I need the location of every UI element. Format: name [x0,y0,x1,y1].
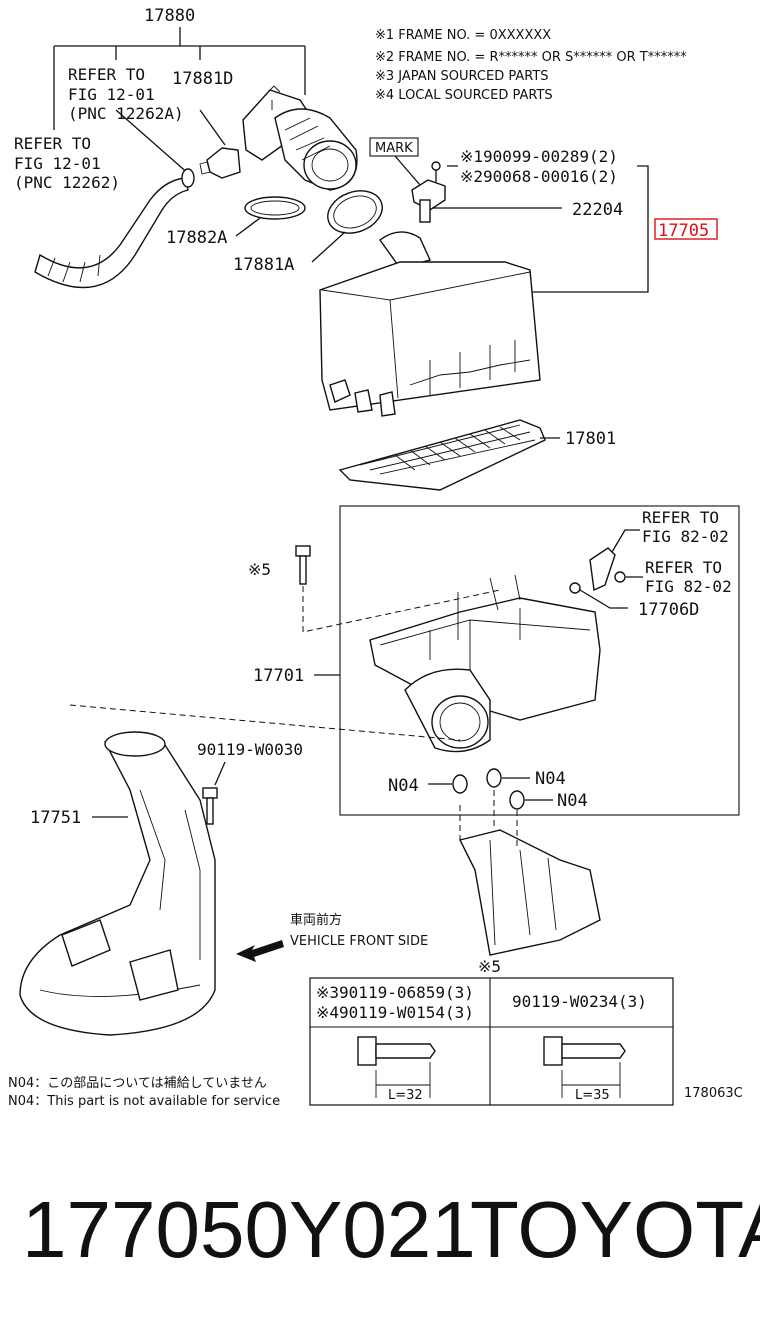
label-17880: 17880 [144,6,195,26]
front-arrow-icon [236,940,284,962]
grommets-n04-drawing [428,768,553,810]
label-22204: 22204 [572,200,623,220]
n04-note-jp: N04：この部品については補給していません [8,1076,267,1091]
air-duct-17751-drawing [19,704,461,1036]
refer-label-4-line-2: FIG 82-02 [645,577,732,596]
bracket-drawing [589,529,643,592]
clamp-17882a-drawing [235,196,306,237]
note-japan-sourced: ※3 JAPAN SOURCED PARTS [375,69,549,84]
label-17882a: 17882A [166,228,227,248]
refer-label-2-line-1: REFER TO [14,134,91,153]
intake-hose-drawing [242,85,358,191]
label-17801: 17801 [565,429,616,449]
refer-label-2-line-3: (PNC 12262) [14,173,120,192]
vehicle-front-en: VEHICLE FRONT SIDE [290,934,428,949]
air-cleaner-cap-drawing [319,231,541,417]
mount-bracket-drawing [458,790,601,956]
footer-brand: TOYOTA [470,1185,760,1274]
parts-diagram: ※1 FRAME NO. = 0XXXXXX ※2 FRAME NO. = R*… [8,6,743,1109]
label-bolt-90068: ※290068-00016(2) [460,167,618,186]
refer-label-2-line-2: FIG 12-01 [14,154,101,173]
label-17881a: 17881A [233,255,294,275]
refer-label-line-2: FIG 12-01 [68,85,155,104]
label-n04-b: N04 [535,769,566,789]
table-right-line-1: 90119-W0234(3) [512,992,647,1011]
refer-label-4-line-1: REFER TO [645,558,722,577]
label-bolt-90099: ※190099-00289(2) [460,147,618,166]
label-n04-a: N04 [388,776,419,796]
bolt-90119-w0030-drawing [202,761,226,825]
refer-label-line-3: (PNC 12262A) [68,104,184,123]
footer-part-banner: 177050Y021 TOYOTA [0,1180,760,1290]
note-frame-1: ※1 FRAME NO. = 0XXXXXX [375,28,551,43]
table-left-length: L=32 [388,1088,423,1103]
label-17706d: 17706D [638,600,699,620]
refer-label-3-line-2: FIG 82-02 [642,527,729,546]
star5-label-b: ※5 [478,957,501,976]
mark-label: MARK [375,141,413,156]
figure-code: 178063C [684,1086,743,1101]
connector-17881d-drawing [199,109,241,179]
bolt-table [309,977,674,1106]
refer-label-line-1: REFER TO [68,65,145,84]
label-17701: 17701 [253,666,304,686]
label-17751: 17751 [30,808,81,828]
lower-case-group-box [339,505,740,816]
air-cleaner-case-17701-drawing [369,574,628,753]
table-right-length: L=35 [575,1088,610,1103]
mark-box [369,137,419,157]
star5-label-a: ※5 [248,560,271,579]
vehicle-front-jp: 車両前方 [290,912,342,928]
refer-label-3-line-1: REFER TO [642,508,719,527]
breather-hose-drawing [34,109,195,289]
highlight-box-17705 [654,218,718,240]
label-90119-w0030: 90119-W0030 [197,740,303,759]
air-filter-17801-drawing [338,419,560,491]
sensor-22204-drawing [394,155,562,223]
label-17881d: 17881D [172,69,233,89]
table-left-line-1: ※390119-06859(3) [316,983,474,1002]
label-17705-highlighted: 17705 [658,221,709,241]
label-n04-c: N04 [557,791,588,811]
table-left-line-2: ※490119-W0154(3) [316,1003,474,1022]
clamp-17881a-drawing [311,190,383,263]
bolt-drawing-star5 [295,545,501,633]
note-local-sourced: ※4 LOCAL SOURCED PARTS [375,88,553,103]
n04-note-en: N04：This part is not available for servi… [8,1094,280,1109]
note-frame-2: ※2 FRAME NO. = R****** OR S****** OR T**… [375,50,687,65]
footer-part-code: 177050Y021 [22,1185,476,1274]
